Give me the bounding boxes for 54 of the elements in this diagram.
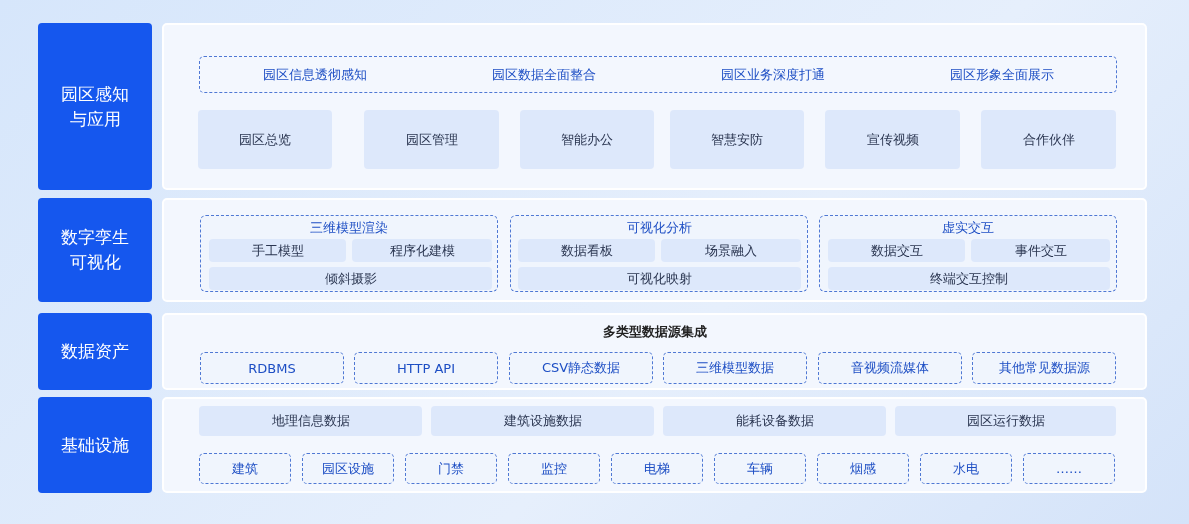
- item-tag: RDBMS: [200, 352, 344, 384]
- module-box: 合作伙伴: [981, 110, 1116, 169]
- module-box: 倾斜摄影: [209, 267, 492, 290]
- module-box: 终端交互控制: [828, 267, 1110, 290]
- module-box: 数据看板: [518, 239, 655, 262]
- module-box: 程序化建模: [352, 239, 492, 262]
- module-box: 宣传视频: [825, 110, 960, 169]
- module-box: 可视化映射: [518, 267, 801, 290]
- module-box: 地理信息数据: [199, 406, 422, 436]
- panel-heading: 多类型数据源集成: [602, 323, 707, 341]
- module-box: 建筑设施数据: [431, 406, 654, 436]
- item-tag: 其他常见数据源: [972, 352, 1116, 384]
- layer-label: 数据资产: [38, 313, 152, 390]
- item-tag: 三维模型数据: [663, 352, 807, 384]
- item-tag: HTTP API: [354, 352, 498, 384]
- module-box: 数据交互: [828, 239, 965, 262]
- layer-panel: [162, 23, 1147, 190]
- module-group: [200, 215, 498, 292]
- item-tag: 建筑: [199, 453, 291, 484]
- group-title: 虚实交互: [942, 219, 994, 237]
- module-group: [510, 215, 808, 292]
- layer-label: 园区感知与应用: [38, 23, 152, 190]
- item-tag: 水电: [920, 453, 1012, 484]
- module-box: 园区总览: [198, 110, 332, 169]
- item-tag: ……: [1023, 453, 1115, 484]
- module-box: 场景融入: [661, 239, 801, 262]
- goal-text: 园区业务深度打通: [720, 65, 825, 84]
- module-box: 能耗设备数据: [663, 406, 886, 436]
- item-tag: 电梯: [611, 453, 703, 484]
- module-box: 事件交互: [971, 239, 1110, 262]
- layer-panel: [162, 198, 1147, 302]
- item-tag: 园区设施: [302, 453, 394, 484]
- module-box: 手工模型: [209, 239, 346, 262]
- layer-label: 数字孪生可视化: [38, 198, 152, 302]
- item-tag: 监控: [508, 453, 600, 484]
- group-title: 可视化分析: [626, 219, 692, 237]
- item-tag: 门禁: [405, 453, 497, 484]
- item-tag: 车辆: [714, 453, 806, 484]
- goal-text: 园区数据全面整合: [491, 65, 596, 84]
- layer-panel: [162, 313, 1147, 390]
- goal-text: 园区形象全面展示: [949, 65, 1054, 84]
- module-box: 园区管理: [364, 110, 499, 169]
- goal-bar: [199, 56, 1117, 93]
- group-title: 三维模型渲染: [310, 219, 388, 237]
- module-group: [819, 215, 1117, 292]
- layer-label: 基础设施: [38, 397, 152, 493]
- module-box: 智慧安防: [670, 110, 804, 169]
- item-tag: 音视频流媒体: [818, 352, 962, 384]
- module-box: 智能办公: [520, 110, 654, 169]
- item-tag: 烟感: [817, 453, 909, 484]
- module-box: 园区运行数据: [895, 406, 1116, 436]
- goal-text: 园区信息透彻感知: [262, 65, 367, 84]
- layer-panel: [162, 397, 1147, 493]
- item-tag: CSV静态数据: [509, 352, 653, 384]
